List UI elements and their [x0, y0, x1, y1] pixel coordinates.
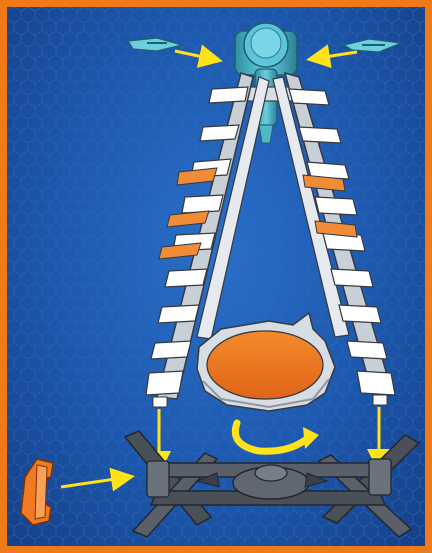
assembly-illustration [7, 7, 425, 546]
assembly-panel [7, 7, 425, 546]
